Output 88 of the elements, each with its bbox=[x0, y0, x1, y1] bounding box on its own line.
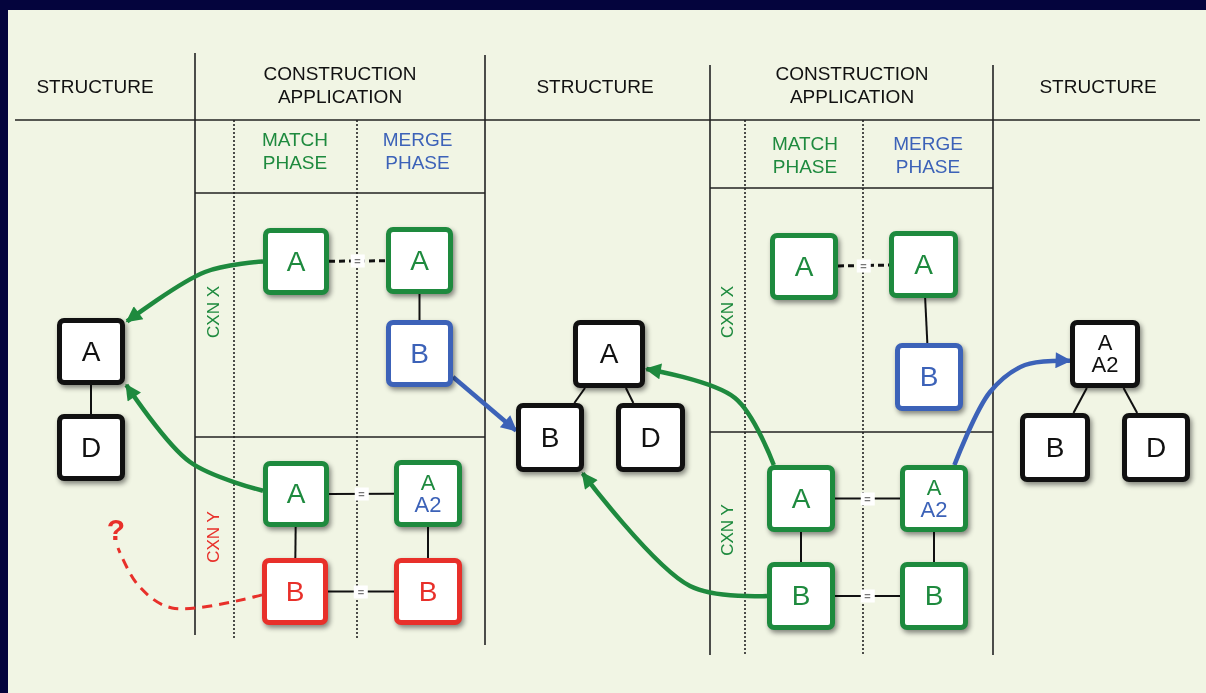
node-label: D bbox=[640, 423, 661, 452]
node-box bbox=[516, 403, 584, 472]
node-box bbox=[262, 558, 328, 625]
connector-line bbox=[1122, 387, 1139, 414]
node-box bbox=[900, 562, 968, 630]
edge-label: = bbox=[860, 589, 875, 603]
lane-label: CXN X bbox=[203, 286, 224, 338]
node-box bbox=[889, 231, 958, 298]
connector-line bbox=[924, 297, 929, 344]
arrow bbox=[124, 383, 264, 493]
arrow bbox=[952, 352, 1072, 466]
edge-label: = bbox=[856, 259, 871, 272]
node-label: A bbox=[420, 471, 436, 494]
arrow bbox=[451, 375, 518, 433]
connector-line bbox=[90, 384, 92, 415]
node-box bbox=[263, 461, 329, 527]
node-label: B bbox=[540, 423, 560, 452]
node-box bbox=[386, 227, 453, 294]
column-header: STRUCTURE bbox=[535, 76, 655, 99]
node-box bbox=[57, 414, 125, 481]
node-label: B bbox=[1045, 433, 1065, 462]
node-label: A bbox=[599, 340, 619, 368]
node-box bbox=[1020, 413, 1090, 482]
node-label: A2 bbox=[414, 493, 442, 516]
node-box bbox=[394, 460, 462, 527]
node-box bbox=[394, 558, 462, 625]
node-box bbox=[263, 228, 329, 295]
column-header: STRUCTURE bbox=[35, 76, 155, 99]
arrow bbox=[580, 472, 768, 599]
node-label: B bbox=[285, 577, 305, 606]
column-header: CONSTRUCTION APPLICATION bbox=[262, 63, 418, 109]
node-box bbox=[900, 465, 968, 532]
node-box bbox=[895, 343, 963, 411]
node-label: A bbox=[926, 476, 942, 499]
edge-label: = bbox=[354, 487, 369, 501]
edge-label: = bbox=[350, 254, 365, 268]
node-box bbox=[1070, 320, 1140, 388]
node-label: A bbox=[794, 252, 814, 281]
node-box bbox=[616, 403, 685, 472]
node-box bbox=[573, 320, 645, 388]
connector-line bbox=[1072, 387, 1088, 414]
phase-header: MERGE PHASE bbox=[892, 133, 964, 179]
connector-line bbox=[427, 526, 429, 559]
phase-header: MATCH PHASE bbox=[770, 133, 840, 179]
node-label: B bbox=[410, 339, 429, 368]
connector-line bbox=[329, 259, 386, 263]
connector-line bbox=[116, 547, 263, 611]
connector-line bbox=[834, 595, 901, 597]
node-label: A bbox=[914, 250, 933, 279]
connector-line bbox=[294, 526, 297, 559]
node-label: B bbox=[924, 582, 944, 610]
node-label: A bbox=[1097, 332, 1113, 354]
connector-line bbox=[933, 531, 935, 563]
node-label: A2 bbox=[1091, 354, 1119, 376]
node-label: A bbox=[791, 484, 811, 513]
connector-line bbox=[573, 387, 586, 404]
node-label: A bbox=[410, 246, 429, 275]
node-box bbox=[767, 465, 835, 532]
node-box bbox=[770, 233, 838, 300]
node-box bbox=[386, 320, 453, 387]
node-box bbox=[57, 318, 125, 385]
node-label: A bbox=[286, 247, 306, 276]
arrow bbox=[644, 363, 776, 466]
node-label: D bbox=[80, 433, 102, 462]
connector-line bbox=[327, 590, 395, 593]
lane-label: CXN Y bbox=[203, 511, 224, 563]
arrow bbox=[125, 259, 264, 324]
edge-label: = bbox=[353, 585, 369, 598]
edge-label: = bbox=[860, 492, 875, 505]
node-label: A2 bbox=[920, 498, 948, 521]
connector-line bbox=[800, 531, 802, 563]
node-box bbox=[1122, 413, 1190, 482]
node-label: B bbox=[791, 582, 811, 610]
phase-header: MERGE PHASE bbox=[381, 129, 454, 175]
connector-line bbox=[624, 387, 635, 404]
node-label: A bbox=[81, 337, 101, 366]
node-label: ? bbox=[106, 515, 126, 545]
connector-line bbox=[418, 293, 421, 321]
lane-label: CXN Y bbox=[717, 504, 738, 556]
node-box bbox=[767, 562, 835, 630]
column-header: CONSTRUCTION APPLICATION bbox=[774, 63, 930, 109]
lane-label: CXN X bbox=[717, 286, 738, 338]
node-label: D bbox=[1145, 433, 1167, 462]
node-label: B bbox=[418, 577, 438, 606]
node-label: A bbox=[286, 480, 306, 508]
column-header: STRUCTURE bbox=[1038, 76, 1158, 99]
phase-header: MATCH PHASE bbox=[260, 129, 330, 175]
node-label: B bbox=[919, 363, 939, 391]
